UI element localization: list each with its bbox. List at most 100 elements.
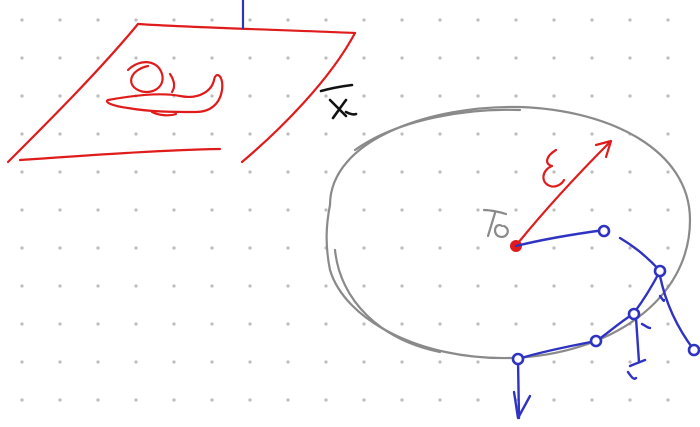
grid-dot <box>362 246 366 250</box>
grid-dot <box>324 398 328 402</box>
grid-dot <box>552 246 556 250</box>
grid-dot <box>210 284 214 288</box>
grid-dot <box>362 94 366 98</box>
grid-dot <box>590 246 594 250</box>
grid-dot <box>476 322 480 326</box>
grid-dot <box>210 208 214 212</box>
grid-dot <box>134 170 138 174</box>
grid-dot <box>134 246 138 250</box>
grid-dot <box>476 246 480 250</box>
grid-dot <box>210 322 214 326</box>
grid-dot <box>438 284 442 288</box>
grid-dot <box>96 132 100 136</box>
grid-dot <box>172 170 176 174</box>
grid-dot <box>552 208 556 212</box>
grid-dot <box>20 18 24 22</box>
grid-dot <box>438 132 442 136</box>
grid-dot <box>590 56 594 60</box>
grid-dot <box>666 132 670 136</box>
grid-dot <box>438 56 442 60</box>
grid-dot <box>96 360 100 364</box>
grid-dot <box>134 360 138 364</box>
grid-dot <box>172 18 176 22</box>
grid-dot <box>666 246 670 250</box>
grid-dot <box>20 94 24 98</box>
grid-dot <box>400 132 404 136</box>
grid-dot <box>324 94 328 98</box>
grid-dot <box>286 94 290 98</box>
grid-dot <box>20 322 24 326</box>
grid-dot <box>362 170 366 174</box>
grid-dot <box>514 208 518 212</box>
grid-dot <box>20 360 24 364</box>
grid-dot <box>210 360 214 364</box>
grid-dot <box>96 56 100 60</box>
grid-dot <box>210 170 214 174</box>
grid-dot <box>20 246 24 250</box>
grid-dot <box>362 132 366 136</box>
grid-dot <box>666 170 670 174</box>
grid-dot <box>172 246 176 250</box>
grid-dot <box>400 360 404 364</box>
grid-dot <box>172 284 176 288</box>
grid-dot <box>286 398 290 402</box>
grid-dot <box>210 18 214 22</box>
grid-dot <box>20 284 24 288</box>
grid-dot <box>590 170 594 174</box>
grid-dot <box>210 94 214 98</box>
grid-dot <box>286 170 290 174</box>
grid-dot <box>286 208 290 212</box>
grid-dot <box>58 94 62 98</box>
grid-dot <box>590 208 594 212</box>
grid-dot <box>210 398 214 402</box>
grid-dot <box>58 398 62 402</box>
grid-dot <box>552 398 556 402</box>
grid-dot <box>666 94 670 98</box>
grid-dot <box>590 132 594 136</box>
grid-dot <box>210 56 214 60</box>
grid-dot <box>590 18 594 22</box>
grid-dot <box>628 18 632 22</box>
grid-dot <box>514 322 518 326</box>
grid-dot <box>58 18 62 22</box>
grid-dot <box>628 360 632 364</box>
grid-dot <box>134 322 138 326</box>
grid-dot <box>552 322 556 326</box>
grid-dot <box>210 132 214 136</box>
grid-dot <box>666 398 670 402</box>
grid-dot <box>438 18 442 22</box>
grid-dot <box>438 246 442 250</box>
grid-dot <box>400 94 404 98</box>
iterate-points <box>511 224 700 366</box>
grid-dot <box>552 284 556 288</box>
iterate-point <box>597 224 611 238</box>
grid-dot <box>134 56 138 60</box>
grid-dot <box>438 94 442 98</box>
grid-dot <box>96 18 100 22</box>
grid-dot <box>248 398 252 402</box>
grid-dot <box>438 398 442 402</box>
x0-label <box>482 208 509 238</box>
grid-dot <box>590 94 594 98</box>
grid-dot <box>514 18 518 22</box>
grid-dot <box>134 398 138 402</box>
grid-dot <box>438 208 442 212</box>
grid-dot <box>666 208 670 212</box>
grid-dot <box>96 208 100 212</box>
grid-dot <box>400 284 404 288</box>
grid-dot <box>248 360 252 364</box>
grid-dot <box>172 398 176 402</box>
grid-dot <box>590 360 594 364</box>
grid-dot <box>438 170 442 174</box>
grid-dot <box>476 208 480 212</box>
grid-dot <box>552 56 556 60</box>
grid-dot <box>134 132 138 136</box>
grid-dot <box>20 56 24 60</box>
x-bar-label <box>319 83 358 120</box>
grid-dot <box>248 18 252 22</box>
grid-dot <box>476 56 480 60</box>
grid-dot <box>286 322 290 326</box>
grid-dot <box>172 56 176 60</box>
grid-dot <box>400 56 404 60</box>
